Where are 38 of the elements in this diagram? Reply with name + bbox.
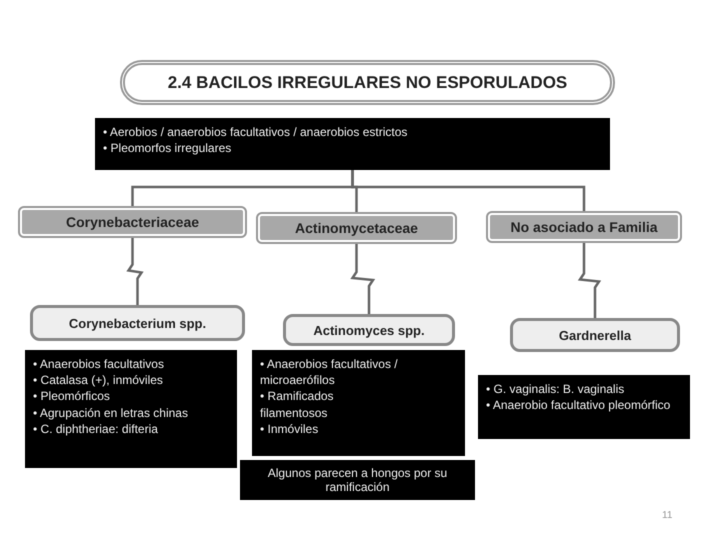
family-box [488, 213, 680, 241]
list-item: • Pleomórficos [33, 388, 111, 405]
list-item: • Catalasa (+), inmóviles [33, 372, 164, 388]
scroll-banner [510, 318, 680, 352]
list-item: • Agrupación en letras chinas [33, 404, 189, 421]
node-text: 2.4 BACILOS IRREGULARES NO ESPORULADOS [168, 72, 568, 92]
note-panel [240, 460, 475, 500]
info-panel [95, 118, 610, 170]
list-item: • C. diphtheriae: difteria [33, 420, 159, 437]
node-text: Corynebacteriaceae [66, 214, 200, 230]
scroll-banner [30, 305, 245, 341]
list-item: filamentosos [260, 404, 328, 421]
title-box [120, 60, 615, 105]
page-number: 11 [662, 510, 672, 521]
list-item: • Anaerobios facultativos [33, 356, 165, 372]
list-item: • Inmóviles [260, 420, 320, 437]
info-panel [252, 350, 465, 456]
node-text: Algunos parecen a hongos por su ramificación [266, 466, 448, 494]
connector [351, 170, 586, 213]
family-box [258, 214, 455, 242]
node-text: Corynebacterium spp. [68, 316, 206, 330]
family-box [20, 208, 245, 236]
list-item: • G. vaginalis: B. vaginalis [486, 381, 626, 398]
node-text: Gardnerella [558, 328, 632, 342]
list-item: • Anaerobios facultativos / microaerófilos [260, 356, 399, 388]
connector [350, 242, 376, 314]
connector [126, 236, 144, 305]
connector [578, 241, 602, 318]
scroll-banner [283, 314, 455, 346]
list-item: • Pleomorfos irregulares [103, 140, 232, 156]
list-item: • Anaerobio facultativo pleomórfico [486, 397, 672, 414]
info-panel [478, 375, 690, 439]
list-item: • Aerobios / anaerobios facultativos / anaerobios estrictos [103, 124, 408, 140]
info-panel [25, 350, 237, 468]
node-text: No asociado a Familia [510, 219, 658, 235]
node-text: Actinomycetaceae [295, 220, 418, 236]
node-text: Actinomyces spp. [313, 322, 425, 338]
list-item: • Ramificados [260, 388, 335, 405]
